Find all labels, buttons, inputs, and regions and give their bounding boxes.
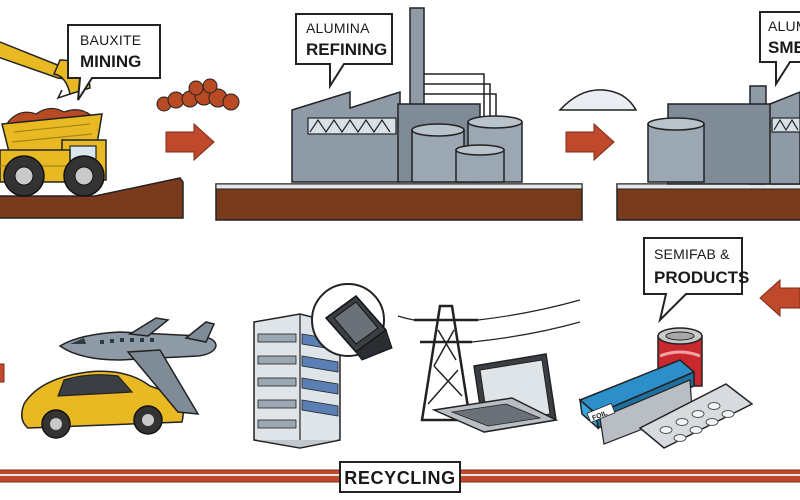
mining-label-line1: BAUXITE xyxy=(80,32,141,48)
mining-label-bubble: BAUXITE MINING xyxy=(67,24,161,101)
flow-arrow-icon xyxy=(565,122,615,162)
mining-label-line2: MINING xyxy=(80,52,141,71)
smelting-label-line2: SMELTING xyxy=(768,38,800,57)
blister-pack-icon xyxy=(638,383,754,449)
refining-ground xyxy=(212,180,586,224)
sports-car-icon xyxy=(21,370,185,439)
laptop-icon xyxy=(431,353,559,433)
flow-arrow-icon xyxy=(0,363,5,383)
semifab-label-bubble: SEMIFAB & PRODUCTS xyxy=(643,237,749,324)
mining-ground xyxy=(0,173,187,222)
refining-label-bubble: ALUMINA REFINING xyxy=(295,13,393,90)
dump-truck-icon xyxy=(0,107,107,197)
semifab-label-line1: SEMIFAB & xyxy=(654,246,730,262)
refining-label-line2: REFINING xyxy=(306,40,387,59)
semifab-label-line2: PRODUCTS xyxy=(654,268,749,287)
window-frame-profile-icon xyxy=(311,283,393,361)
smelter-icon xyxy=(647,85,800,185)
smelting-label-line1: ALUMINA xyxy=(768,18,800,34)
smelting-label-bubble: ALUMINA SMELTING xyxy=(759,11,800,88)
recycling-label-badge: RECYCLING xyxy=(339,461,461,493)
smelting-ground xyxy=(613,180,800,224)
bauxite-ore-icon xyxy=(156,78,240,112)
flow-arrow-icon xyxy=(759,278,800,318)
refining-label-line1: ALUMINA xyxy=(306,20,370,36)
foil-box-icon: FOIL xyxy=(578,359,696,445)
flow-arrow-icon xyxy=(165,122,215,162)
airplane-icon xyxy=(58,317,217,415)
recycling-label: RECYCLING xyxy=(344,468,455,488)
refinery-icon xyxy=(291,7,523,183)
alumina-powder-icon xyxy=(558,89,638,111)
